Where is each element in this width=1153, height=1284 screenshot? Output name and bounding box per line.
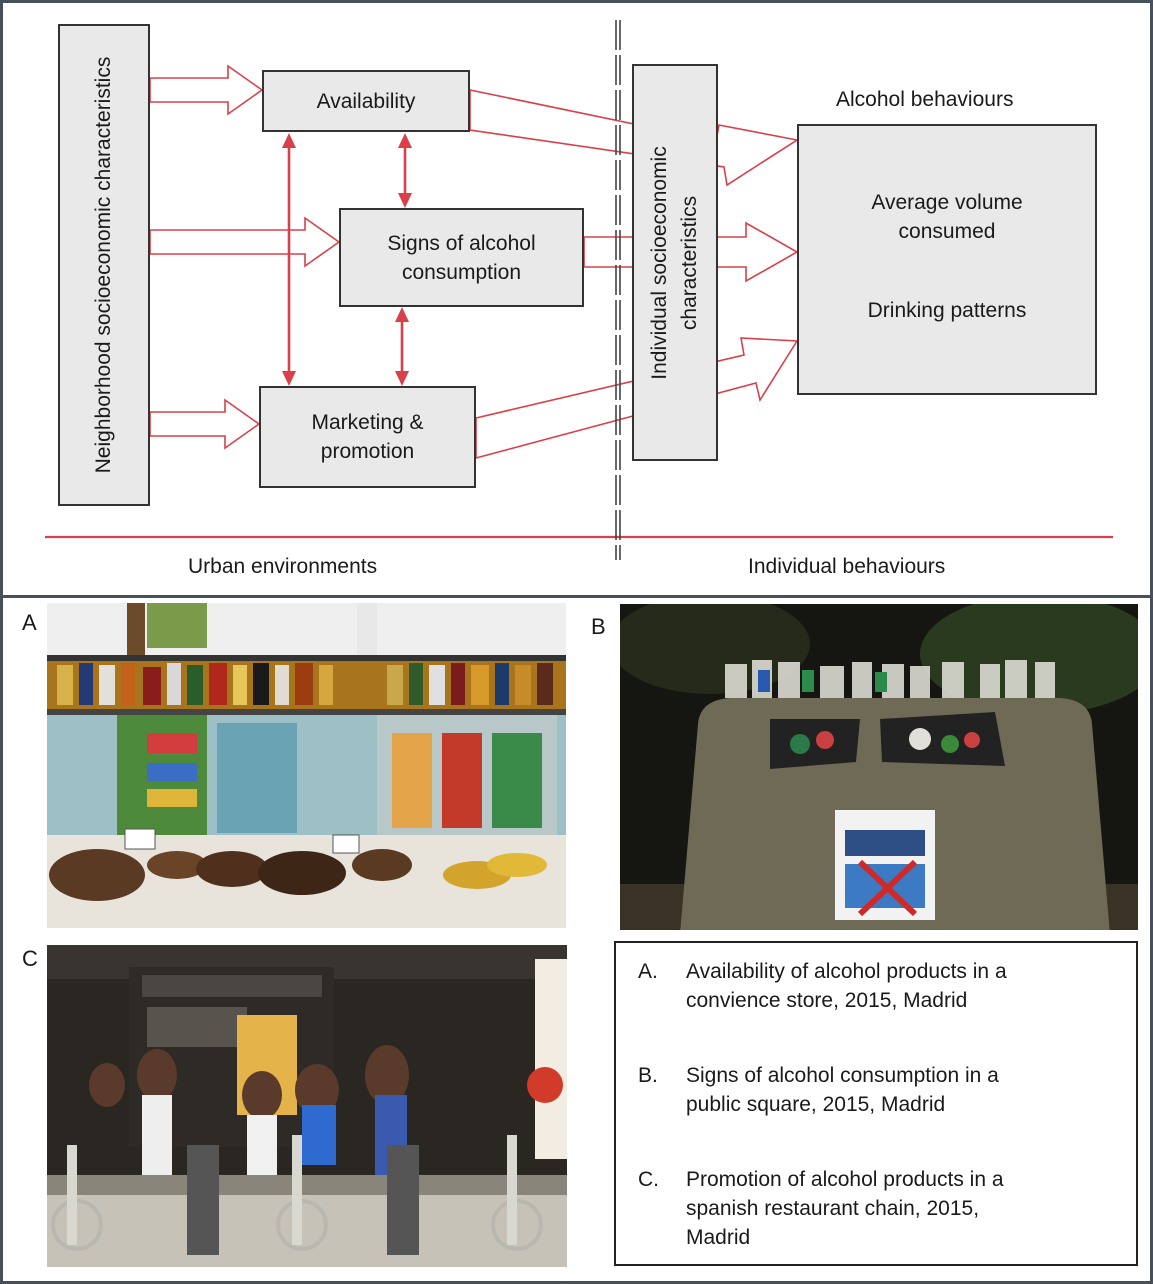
caption-text-b: Signs of alcohol consumption in a public… [686,1064,999,1116]
neighborhood-box: Neighborhood socioeconomic characteristi… [58,24,150,506]
availability-label: Availability [316,89,416,113]
arrow-neighborhood-to-signs [149,216,341,268]
arrow-head [398,193,412,208]
marketing-box: Marketing & promotion [259,386,476,488]
caption-key-a: A. [638,960,658,983]
caption-key-c: C. [638,1168,659,1191]
photo-a-convenience-store [47,603,566,928]
photo-b-letter: B [591,614,606,639]
photo-c-letter: C [22,946,38,971]
photo-c-restaurant-terrace [47,945,567,1267]
marketing-label: Marketing & promotion [311,411,424,463]
caption-key-b: B. [638,1064,658,1087]
arrow-neighborhood-to-availability [149,64,264,116]
arrow-head [282,133,296,148]
signs-box: Signs of alcohol consumption [339,208,584,307]
availability-box: Availability [262,70,470,132]
caption-text-c: Promotion of alcohol products in a spani… [686,1168,1004,1249]
urban-environments-label: Urban environments [188,555,378,578]
arrow-to-behaviours-bottom [475,337,799,460]
alcohol-behaviours-box: Average volume consumed Drinking pattern… [797,124,1097,395]
photo-b-recycling-container [620,604,1138,930]
arrow-head [282,371,296,386]
arrow-head [395,307,409,322]
arrow-neighborhood-to-marketing [149,398,261,450]
arrow-head [395,371,409,386]
photo-panel [0,595,1153,1284]
neighborhood-box-label: Neighborhood socioeconomic characteristi… [92,56,115,474]
average-volume-label: Average volume consumed [871,191,1023,243]
individual-behaviours-label: Individual behaviours [748,555,946,578]
arrow-to-behaviours-middle [583,221,799,283]
individual-box: Individual socioeconomic characteristics [632,64,718,461]
arrow-head [398,133,412,148]
caption-box: A. Availability of alcohol products in a… [614,941,1138,1266]
individual-box-label: Individual socioeconomic characteristics [648,145,701,380]
drinking-patterns-label: Drinking patterns [867,299,1027,322]
signs-label: Signs of alcohol consumption [387,231,536,284]
alcohol-behaviours-title: Alcohol behaviours [836,88,1014,111]
caption-text-a: Availability of alcohol products in a co… [686,960,1007,1012]
photo-a-letter: A [22,610,37,635]
